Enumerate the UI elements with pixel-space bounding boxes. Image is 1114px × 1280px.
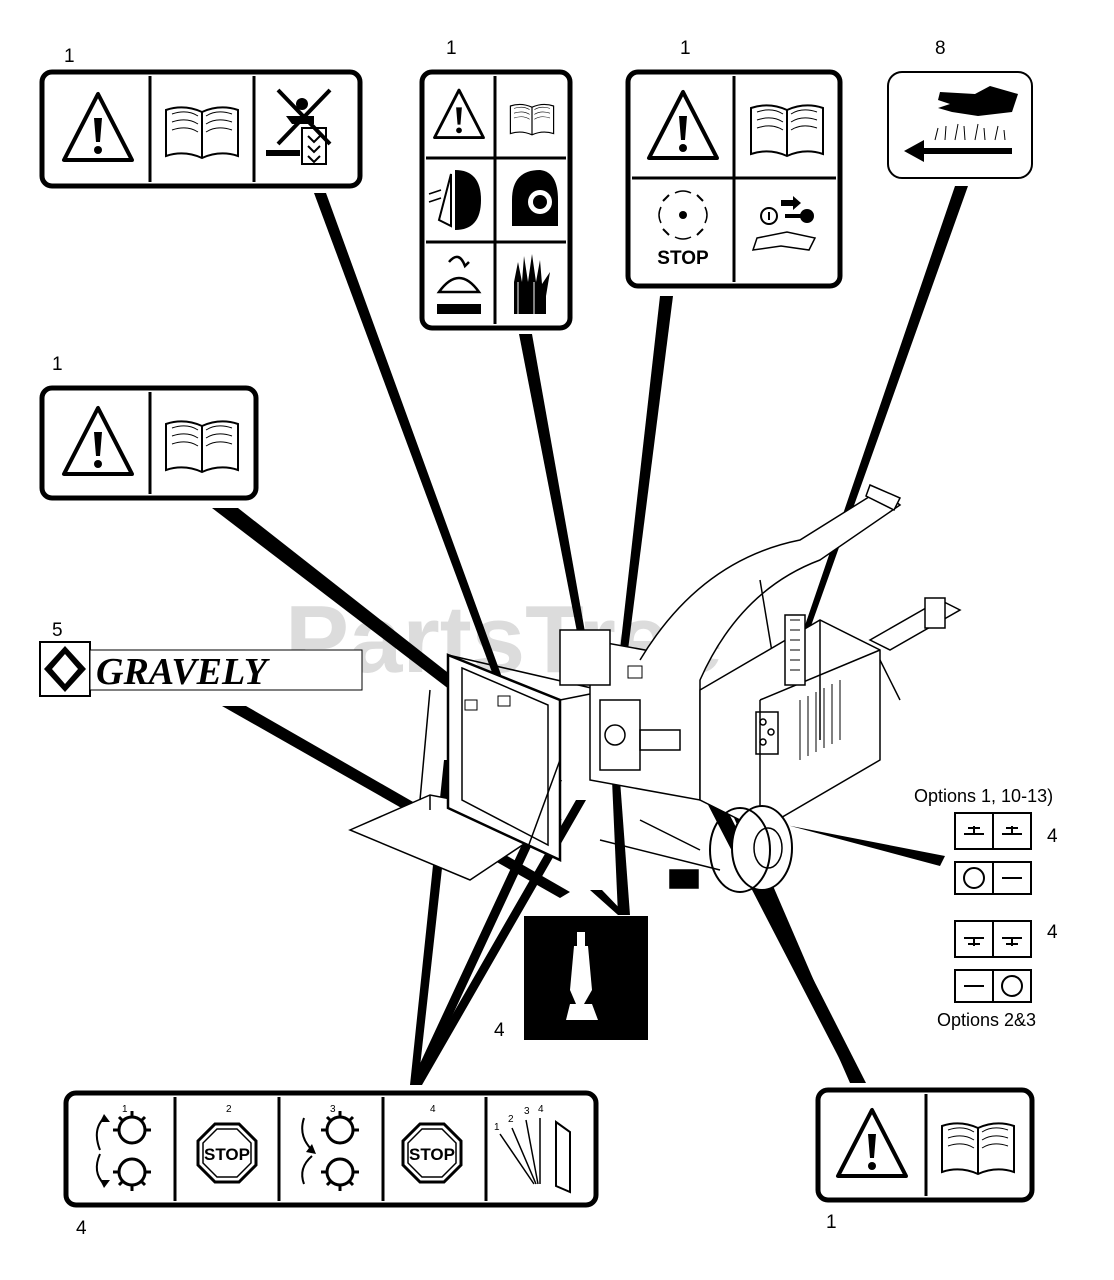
wood-chipper-drawing bbox=[348, 483, 962, 893]
options-upper-label: Options 1, 10-13) bbox=[914, 786, 1053, 806]
stop-label: STOP bbox=[657, 248, 709, 269]
circle-icon bbox=[1001, 975, 1023, 997]
lever-position: 2 bbox=[508, 1114, 514, 1125]
callout-number: 1 bbox=[826, 1212, 837, 1233]
lever-position: 3 bbox=[524, 1106, 530, 1117]
callout-number: 4 bbox=[76, 1218, 87, 1239]
options-lower-label: Options 2&3 bbox=[937, 1010, 1036, 1030]
gravely-logo: GRAVELY 5 bbox=[39, 620, 363, 697]
step-number: 2 bbox=[226, 1104, 232, 1115]
face-shield-icon bbox=[428, 170, 481, 230]
hand-icon bbox=[938, 86, 1018, 116]
step-number: 4 bbox=[430, 1104, 436, 1115]
callout-number: 4 bbox=[1047, 922, 1058, 943]
hard-hat-icon bbox=[436, 255, 482, 314]
lever-positions: 1 2 3 4 bbox=[494, 1104, 571, 1194]
callout-number: 5 bbox=[52, 620, 63, 641]
lever-position: 4 bbox=[538, 1104, 544, 1115]
lever-position: 1 bbox=[494, 1122, 500, 1133]
decal-mid-left: 1 bbox=[39, 354, 259, 501]
ear-protection-icon bbox=[512, 170, 558, 226]
callout-number: 4 bbox=[1047, 826, 1058, 847]
control-decals: 4 4 Options 1, 10-13) Options 2&3 bbox=[914, 786, 1058, 1030]
step-number: 1 bbox=[122, 1104, 128, 1115]
feed-roller-icon bbox=[95, 1109, 153, 1193]
step-number: 3 bbox=[330, 1104, 336, 1115]
stop-label: STOP bbox=[204, 1145, 250, 1164]
decal-top-left: 1 bbox=[39, 46, 363, 189]
decal-bottom-right: 1 bbox=[815, 1087, 1035, 1233]
stop-label: STOP bbox=[409, 1145, 455, 1164]
key-removal-icon bbox=[751, 196, 817, 251]
decal-top-center: 1 bbox=[419, 38, 573, 331]
circle-icon bbox=[963, 867, 985, 889]
rotating-blade-icon bbox=[658, 190, 708, 240]
arrow-left-icon bbox=[904, 140, 1012, 162]
gloves-icon bbox=[514, 254, 550, 314]
lever-icon bbox=[566, 932, 598, 1020]
decal-lever: 4 bbox=[494, 916, 648, 1041]
decal-hand-arrow: 8 bbox=[887, 38, 1033, 179]
callout-number: 4 bbox=[494, 1020, 505, 1041]
callout-number: 8 bbox=[935, 38, 946, 59]
decal-feed-strip: 1 2 STOP 3 4 STOP 1 2 3 4 bbox=[63, 1090, 599, 1239]
callout-number: 1 bbox=[680, 38, 691, 59]
decal-top-right: STOP 1 bbox=[625, 38, 843, 289]
callout-number: 1 bbox=[52, 354, 63, 375]
callout-number: 1 bbox=[446, 38, 457, 59]
callout-number: 1 bbox=[64, 46, 75, 67]
feed-roller-icon bbox=[301, 1109, 361, 1193]
no-riding-icon bbox=[266, 88, 332, 165]
brand-wordmark: GRAVELY bbox=[96, 651, 271, 693]
